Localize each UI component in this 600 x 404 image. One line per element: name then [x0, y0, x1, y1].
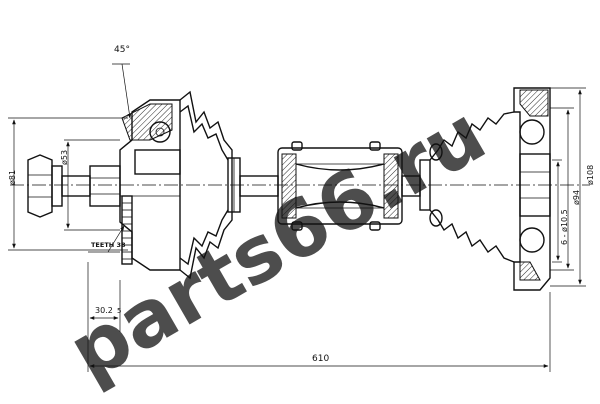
right-mid-dia-label: ø94	[572, 190, 581, 205]
teeth-label: TEETH 38	[91, 241, 126, 249]
spline-label: 6 - ø10.5	[560, 209, 569, 245]
total-length-dim: 610	[87, 292, 551, 372]
left-dia-label: ø81	[8, 170, 17, 185]
right-big-dia-dim: ø108	[550, 87, 595, 287]
small-dia-label: ø53	[60, 150, 69, 165]
offset-label: 30.2	[95, 306, 113, 315]
offset-dim: 30.2 5	[87, 262, 121, 332]
teeth-leader: TEETH 38	[88, 225, 126, 253]
inner-boot	[419, 111, 515, 263]
total-length-label: 610	[312, 354, 329, 364]
inner-cv-joint	[513, 87, 551, 291]
right-big-dia-label: ø108	[586, 165, 595, 185]
angle-label: 45°	[114, 45, 130, 55]
angle-leader: 45°	[112, 45, 132, 119]
small-dia-dim: ø53	[60, 139, 120, 231]
spline-dim: 6 - ø10.5	[552, 159, 569, 263]
hex-nut	[27, 154, 63, 218]
right-mid-dia-dim: ø94	[550, 107, 581, 271]
damper	[277, 141, 403, 231]
left-dia-dim: ø81	[8, 117, 128, 251]
outer-boot	[179, 90, 241, 280]
offset-small-label: 5	[117, 307, 121, 315]
threaded-stub	[61, 165, 121, 207]
